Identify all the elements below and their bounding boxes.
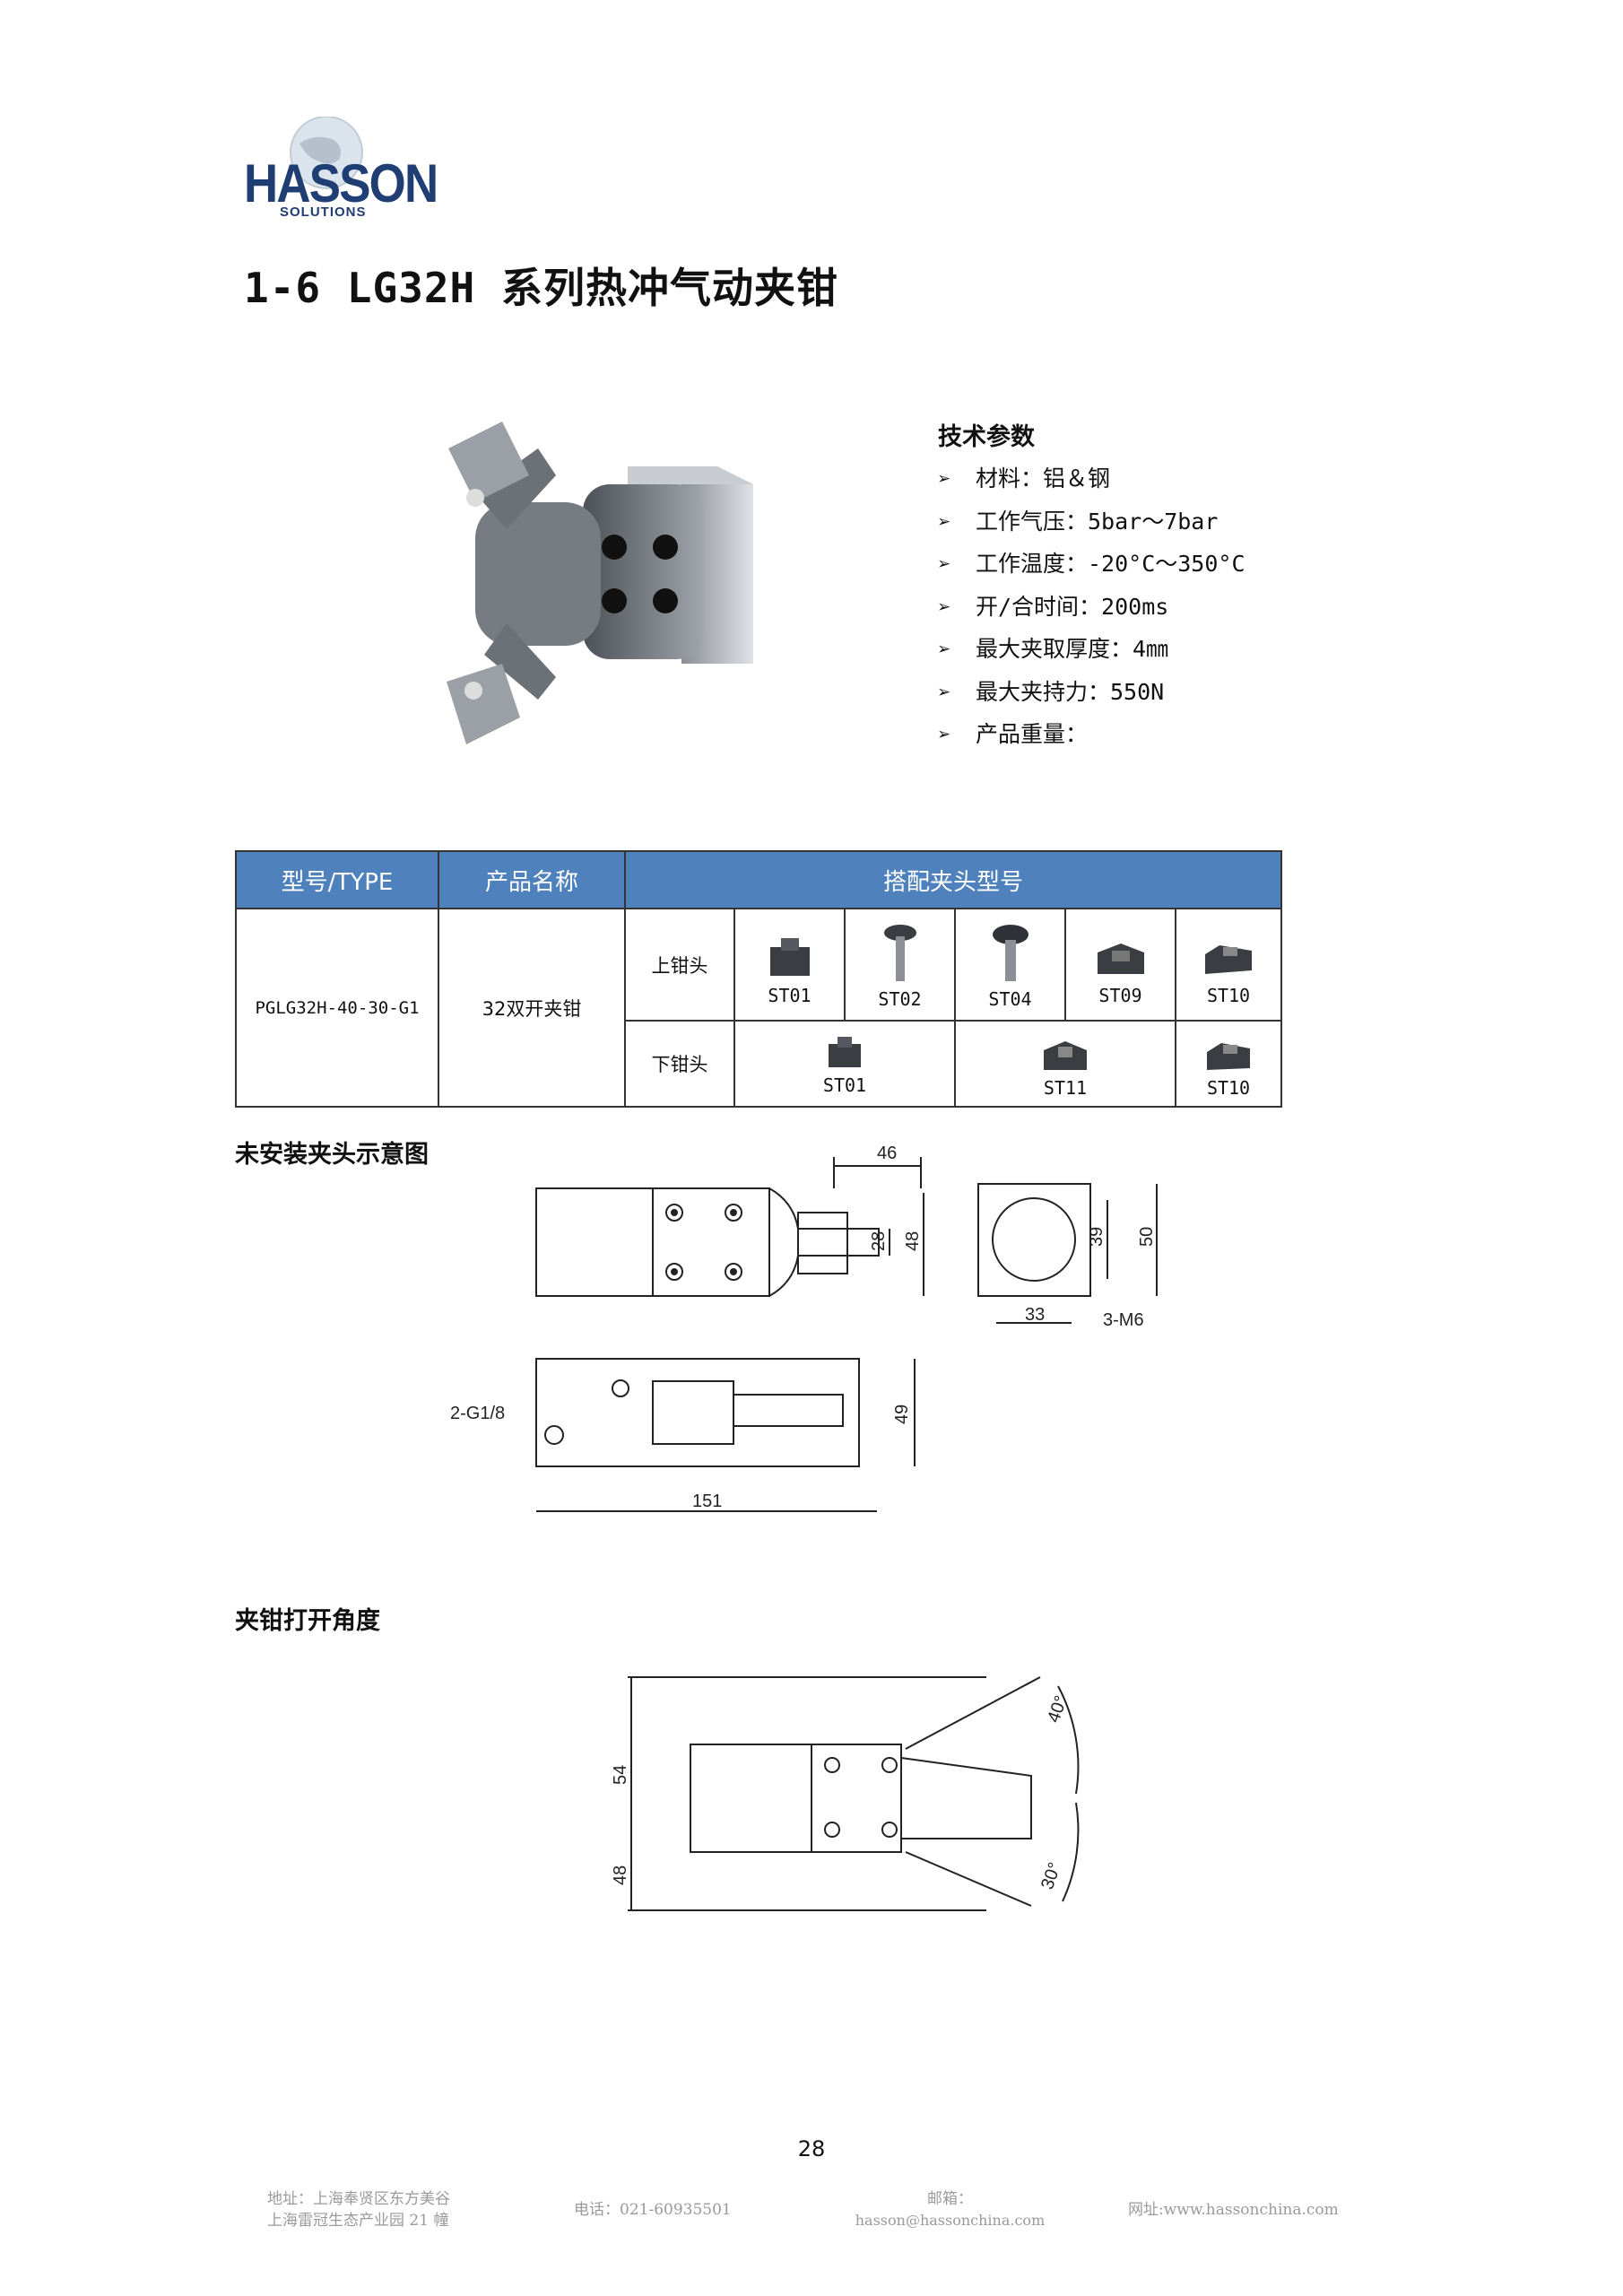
footer-phone: 电话：021-60935501 [574, 2201, 732, 2219]
jaw-block-icon [1207, 1043, 1251, 1070]
jaw-pin-icon [992, 924, 1028, 981]
spec-item: ➢最大夹取厚度：4㎜ [938, 628, 1245, 671]
drawing-opening-angle: 54 48 40° 30° [611, 1676, 1080, 1911]
jaw-block-icon [829, 1037, 861, 1067]
angle-dim-48: 48 [611, 1866, 630, 1885]
logo-word: HASSON [244, 153, 438, 213]
logo-sub: SOLUTIONS [280, 204, 367, 220]
arrow-bullet-icon: ➢ [938, 722, 951, 747]
jaw-cell: ST10 [1174, 908, 1283, 1022]
dim-46: 46 [877, 1144, 897, 1163]
spec-list: ➢材料：铝＆钢 ➢工作气压：5bar～7bar ➢工作温度：-20°C～350°… [938, 457, 1245, 756]
jaw-cell: ST10 [1174, 1020, 1283, 1108]
jaw-block-icon [1097, 943, 1144, 974]
jaw-cell: ST02 [844, 908, 956, 1022]
model-code: PGLG32H-40-30-G1 [235, 908, 439, 1108]
header-type: 型号/TYPE [235, 850, 439, 909]
spec-item: ➢工作气压：5bar～7bar [938, 500, 1245, 544]
jaw-cell: ST01 [733, 908, 846, 1022]
dim-50: 50 [1137, 1227, 1157, 1247]
jaw-block-icon [769, 937, 810, 976]
spec-item: ➢工作温度：-20°C～350°C [938, 543, 1245, 586]
angle-dim-54: 54 [611, 1765, 630, 1785]
product-photo [447, 422, 753, 744]
page-number: 28 [797, 2136, 826, 2161]
arrow-bullet-icon: ➢ [938, 679, 951, 705]
angle-section-title: 夹钳打开角度 [235, 1607, 380, 1635]
footer-website: 网址:www.hassonchina.com [1128, 2201, 1339, 2219]
spec-item: ➢最大夹持力：550N [938, 671, 1245, 714]
jaw-pin-icon [883, 924, 916, 981]
jaw-block-icon [1044, 1041, 1087, 1070]
thread-label: 3-M6 [1103, 1310, 1144, 1330]
company-logo: HASSON SOLUTIONS [244, 117, 438, 224]
upper-jaw-label: 上钳头 [624, 908, 735, 1022]
spec-item: ➢产品重量： [938, 713, 1245, 756]
jaw-cell: ST09 [1064, 908, 1176, 1022]
lower-jaw-label: 下钳头 [624, 1020, 735, 1108]
arrow-bullet-icon: ➢ [938, 637, 951, 662]
dim-28: 28 [869, 1231, 889, 1251]
globe-icon [290, 117, 363, 189]
port-label: 2-G1/8 [450, 1404, 505, 1423]
arrow-bullet-icon: ➢ [938, 594, 951, 620]
dim-33: 33 [1025, 1305, 1045, 1325]
arrow-bullet-icon: ➢ [938, 552, 951, 577]
jaw-block-icon [1205, 944, 1253, 974]
page-title: 1-6 LG32H 系列热冲气动夹钳 [244, 264, 838, 312]
drawing-end-view: 39 50 33 3-M6 [977, 1183, 1158, 1330]
angle-40: 40° [1044, 1693, 1072, 1726]
footer-address: 地址：上海奉贤区东方美谷 上海雷冠生态产业园 21 幢 [267, 2190, 450, 2230]
spec-item: ➢开/合时间：200ms [938, 586, 1245, 629]
drawing-top-view: 46 28 48 [535, 1144, 924, 1297]
arrow-bullet-icon: ➢ [938, 509, 951, 535]
dim-48: 48 [903, 1231, 923, 1251]
dim-39: 39 [1087, 1227, 1107, 1247]
footer-email: 邮箱： hasson@hassonchina.com [855, 2190, 1046, 2229]
jaw-cell: ST11 [954, 1020, 1176, 1108]
dim-151: 151 [692, 1492, 722, 1511]
spec-item: ➢材料：铝＆钢 [938, 457, 1245, 500]
model-table: 型号/TYPE 产品名称 搭配夹头型号 PGLG32H-40-30-G1 32双… [235, 850, 1283, 1108]
header-jaw-models: 搭配夹头型号 [623, 850, 1283, 909]
jaw-cell: ST04 [954, 908, 1066, 1022]
angle-30: 30° [1037, 1860, 1065, 1892]
product-name: 32双开夹钳 [438, 908, 626, 1108]
dim-49: 49 [892, 1405, 912, 1424]
header-product-name: 产品名称 [438, 850, 626, 909]
drawing-section-title: 未安装夹头示意图 [235, 1141, 429, 1169]
spec-heading: 技术参数 [938, 423, 1035, 451]
arrow-bullet-icon: ➢ [938, 466, 951, 491]
jaw-cell: ST01 [733, 1020, 956, 1108]
drawing-side-view: 2-G1/8 49 151 [450, 1358, 916, 1512]
